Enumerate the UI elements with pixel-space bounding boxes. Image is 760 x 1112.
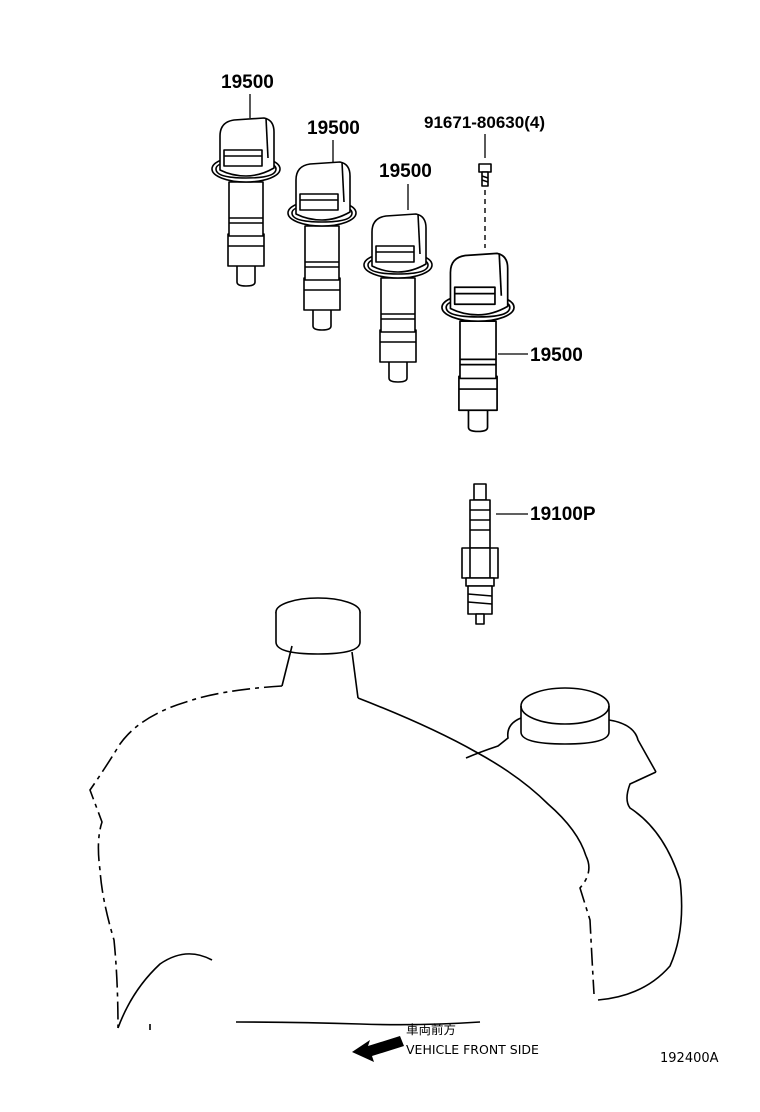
bolt: 91671-80630(4) <box>424 113 545 248</box>
front-arrow-icon <box>352 1036 404 1062</box>
ignition-coil-4: 19500 <box>441 252 583 433</box>
ignition-coil-3: 19500 <box>363 161 433 383</box>
coil-3-part-number: 19500 <box>379 161 432 182</box>
bolt-part-number: 91671-80630(4) <box>424 113 545 132</box>
engine-head-outline <box>89 597 683 1030</box>
direction-label-english: VEHICLE FRONT SIDE <box>406 1042 539 1057</box>
diagram-id: 192400A <box>660 1051 719 1066</box>
ignition-coil-2: 19500 <box>287 118 360 331</box>
spark-plug: 19100P <box>461 483 596 625</box>
vehicle-front-indicator: 車両前方 VEHICLE FRONT SIDE <box>352 1022 539 1062</box>
coil-4-part-number: 19500 <box>530 345 583 366</box>
coil-1-part-number: 19500 <box>221 72 274 93</box>
ignition-coil-1: 19500 <box>211 72 281 287</box>
spark-plug-part-number: 19100P <box>530 504 596 525</box>
direction-label-japanese: 車両前方 <box>406 1022 456 1037</box>
coil-2-part-number: 19500 <box>307 118 360 139</box>
